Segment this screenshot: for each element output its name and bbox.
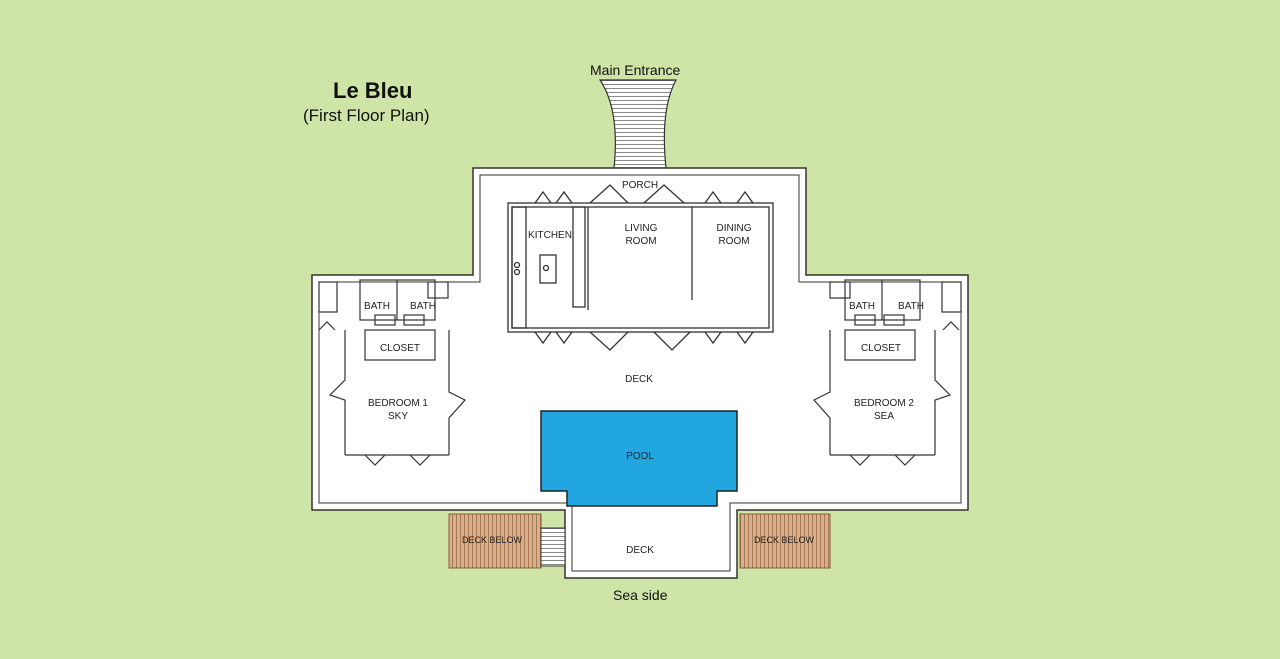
dining-room-label-line2: ROOM [718, 236, 749, 247]
bedroom-2-label-line2: SEA [874, 411, 894, 422]
deck-below-left [448, 513, 542, 569]
living-room-label-line2: ROOM [625, 236, 656, 247]
living-room-label-line1: LIVING [625, 223, 658, 234]
plan-title: Le Bleu [333, 78, 413, 103]
deck-below-label-right: DECK BELOW [754, 535, 815, 545]
floor-outline [311, 167, 969, 579]
sea-side-label: Sea side [613, 587, 668, 603]
bedroom-1-wing [318, 279, 466, 466]
bedroom-2-label-line1: BEDROOM 2 [854, 398, 914, 409]
pool [540, 410, 738, 507]
deck-below-right [739, 513, 831, 569]
main-entrance-label: Main Entrance [590, 62, 681, 78]
closet-label-1: CLOSET [380, 343, 420, 354]
bath-label-2: BATH [410, 301, 436, 312]
deck-label-upper: DECK [625, 374, 653, 385]
living-block [507, 184, 774, 351]
dining-room-label-line1: DINING [717, 223, 752, 234]
bedroom-1-label-line1: BEDROOM 1 [368, 398, 428, 409]
kitchen-label: KITCHEN [528, 230, 572, 241]
plan-subtitle: (First Floor Plan) [303, 106, 430, 125]
bedroom-1-label-line2: SKY [388, 411, 408, 422]
deck-label-lower: DECK [626, 545, 654, 556]
bath-label-1: BATH [364, 301, 390, 312]
main-entrance-stairs [598, 79, 677, 169]
porch-label: PORCH [622, 180, 658, 191]
pool-label: POOL [626, 451, 654, 462]
bedroom-2-wing [813, 279, 962, 466]
bath-label-4: BATH [898, 301, 924, 312]
bath-label-3: BATH [849, 301, 875, 312]
deck-below-label-left: DECK BELOW [462, 535, 523, 545]
closet-label-2: CLOSET [861, 343, 901, 354]
